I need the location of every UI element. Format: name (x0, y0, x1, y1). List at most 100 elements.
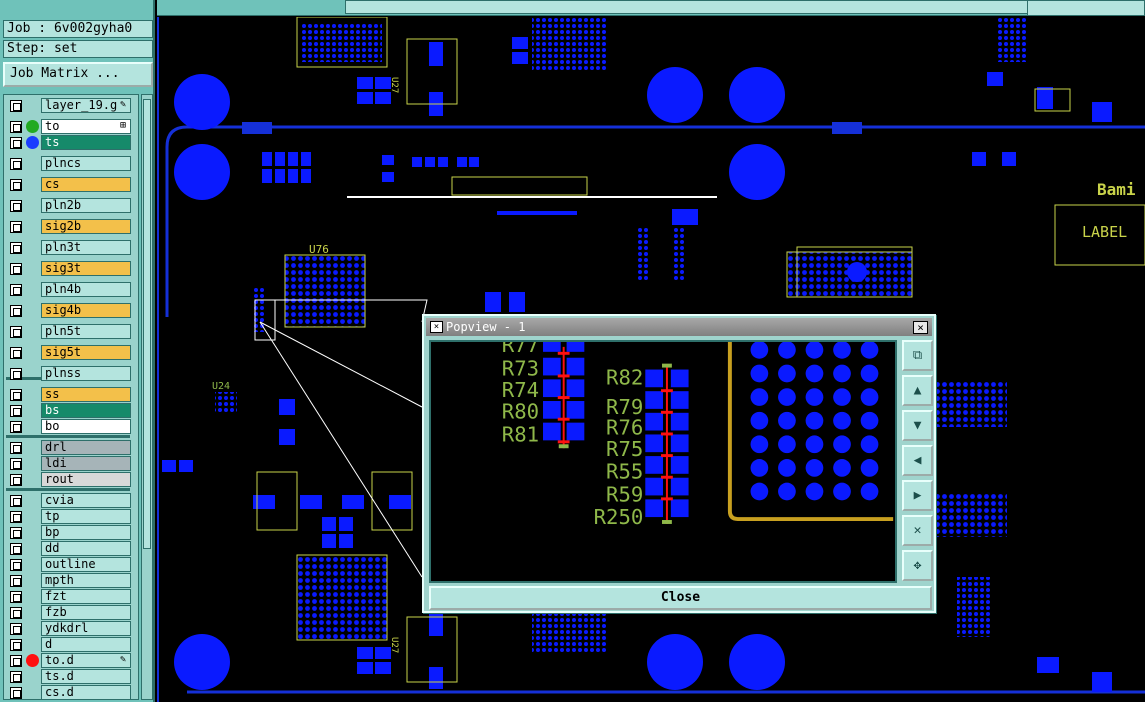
layer-name[interactable]: layer_19.g (41, 98, 131, 113)
popview-left-label: R74 (502, 378, 539, 402)
layer-name[interactable]: drl (41, 440, 131, 455)
layer-checkbox[interactable] (10, 474, 22, 486)
zoom-fit-button[interactable]: ⧉ (902, 340, 933, 371)
layer-name[interactable]: d (41, 637, 131, 652)
top-toolbar (157, 0, 1145, 16)
layer-list-scrollbar[interactable] (141, 94, 153, 700)
layer-name[interactable]: mpth (41, 573, 131, 588)
layer-checkbox[interactable] (10, 687, 22, 699)
layer-checkbox[interactable] (10, 242, 22, 254)
layer-name[interactable]: bp (41, 525, 131, 540)
layer-name[interactable]: ts (41, 135, 131, 150)
layer-checkbox[interactable] (10, 137, 22, 149)
layer-checkbox[interactable] (10, 671, 22, 683)
layer-name[interactable]: pln5t (41, 324, 131, 339)
layer-name[interactable]: ydkdrl (41, 621, 131, 636)
pan-up-button[interactable]: ▲ (902, 375, 933, 406)
layer-checkbox[interactable] (10, 158, 22, 170)
layer-checkbox[interactable] (10, 221, 22, 233)
layer-checkbox[interactable] (10, 575, 22, 587)
pan-right-button[interactable]: ▶ (902, 480, 933, 511)
top-status-field (345, 0, 1145, 14)
layer-checkbox[interactable] (10, 527, 22, 539)
arrow-right-icon: ▶ (913, 488, 922, 503)
layer-checkbox[interactable] (10, 200, 22, 212)
layer-checkbox[interactable] (10, 591, 22, 603)
popview-right-label: R82 (606, 365, 643, 389)
layer-name[interactable]: cs.d (41, 685, 131, 699)
zoom-out-button[interactable]: ✥ (902, 550, 933, 581)
layer-name[interactable]: fzt (41, 589, 131, 604)
pencil-icon: ✎ (120, 654, 127, 665)
layer-checkbox[interactable] (10, 421, 22, 433)
layer-name[interactable]: ss (41, 387, 131, 402)
layer-checkbox[interactable] (10, 495, 22, 507)
layer-name[interactable]: sig3t (41, 261, 131, 276)
layer-name[interactable]: pln2b (41, 198, 131, 213)
layer-separator (6, 435, 130, 438)
layer-checkbox[interactable] (10, 326, 22, 338)
arrow-up-icon: ▲ (913, 383, 922, 398)
layer-list: layer_19.g ✎ to⊞ ts plncs cs pln2b sig2b pln3t si… (3, 94, 139, 700)
close-button[interactable]: Close (429, 586, 932, 610)
layer-checkbox[interactable] (10, 458, 22, 470)
layer-name[interactable]: tp (41, 509, 131, 524)
layer-name[interactable]: to (41, 119, 131, 134)
layer-name[interactable]: rout (41, 472, 131, 487)
layer-name[interactable]: sig4b (41, 303, 131, 318)
layer-name[interactable]: ldi (41, 456, 131, 471)
layer-status-dot (26, 136, 39, 149)
u27-bottom-label: U27 (389, 637, 399, 653)
layer-name[interactable]: sig5t (41, 345, 131, 360)
layer-name[interactable]: sig2b (41, 219, 131, 234)
scrollbar-thumb[interactable] (143, 99, 151, 549)
arrow-left-icon: ◀ (913, 453, 922, 468)
pan-left-button[interactable]: ◀ (902, 445, 933, 476)
layer-name[interactable]: bo (41, 419, 131, 434)
popview-right-label: R79 (606, 395, 643, 419)
layer-checkbox[interactable] (10, 347, 22, 359)
layer-name[interactable]: cs (41, 177, 131, 192)
layer-checkbox[interactable] (10, 442, 22, 454)
plus-box-icon: ⊞ (120, 120, 127, 131)
layer-name[interactable]: cvia (41, 493, 131, 508)
layer-checkbox[interactable] (10, 511, 22, 523)
popview-left-label: R80 (502, 400, 539, 424)
zoom-in-button[interactable]: ✕ (902, 515, 933, 546)
layer-checkbox[interactable] (10, 284, 22, 296)
layer-separator (6, 488, 130, 491)
layer-name[interactable]: outline (41, 557, 131, 572)
layer-checkbox[interactable] (10, 263, 22, 275)
popview-toolbar: ⧉ ▲ ▼ ◀ ▶ ✕ ✥ (901, 340, 934, 583)
layer-name[interactable]: ts.d (41, 669, 131, 684)
layer-checkbox[interactable] (10, 559, 22, 571)
job-matrix-button[interactable]: Job Matrix ... (3, 62, 153, 87)
pan-down-button[interactable]: ▼ (902, 410, 933, 441)
layer-name[interactable]: pln3t (41, 240, 131, 255)
layer-name[interactable]: bs (41, 403, 131, 418)
layer-checkbox[interactable] (10, 368, 22, 380)
arrow-down-icon: ▼ (913, 418, 922, 433)
zoom-in-icon: ✕ (913, 523, 922, 538)
layer-checkbox[interactable] (10, 100, 22, 112)
layer-checkbox[interactable] (10, 405, 22, 417)
layer-checkbox[interactable] (10, 121, 22, 133)
layer-name[interactable]: to.d (41, 653, 131, 668)
layer-checkbox[interactable] (10, 389, 22, 401)
layer-checkbox[interactable] (10, 623, 22, 635)
layer-name[interactable]: dd (41, 541, 131, 556)
layer-checkbox[interactable] (10, 543, 22, 555)
popview-right-label: R250 (594, 505, 644, 529)
layer-checkbox[interactable] (10, 639, 22, 651)
close-icon[interactable]: × (913, 321, 928, 334)
layer-checkbox[interactable] (10, 305, 22, 317)
layer-name[interactable]: pln4b (41, 282, 131, 297)
popview-titlebar[interactable]: × Popview - 1 × (426, 318, 932, 336)
layer-checkbox[interactable] (10, 655, 22, 667)
layer-name[interactable]: plncs (41, 156, 131, 171)
layer-checkbox[interactable] (10, 607, 22, 619)
layer-name[interactable]: plnss (41, 366, 131, 381)
layer-name[interactable]: fzb (41, 605, 131, 620)
popview-canvas[interactable]: R77 R73 R74 R80 R81 R82 R79 R76 R75 R55 … (429, 340, 897, 583)
layer-checkbox[interactable] (10, 179, 22, 191)
